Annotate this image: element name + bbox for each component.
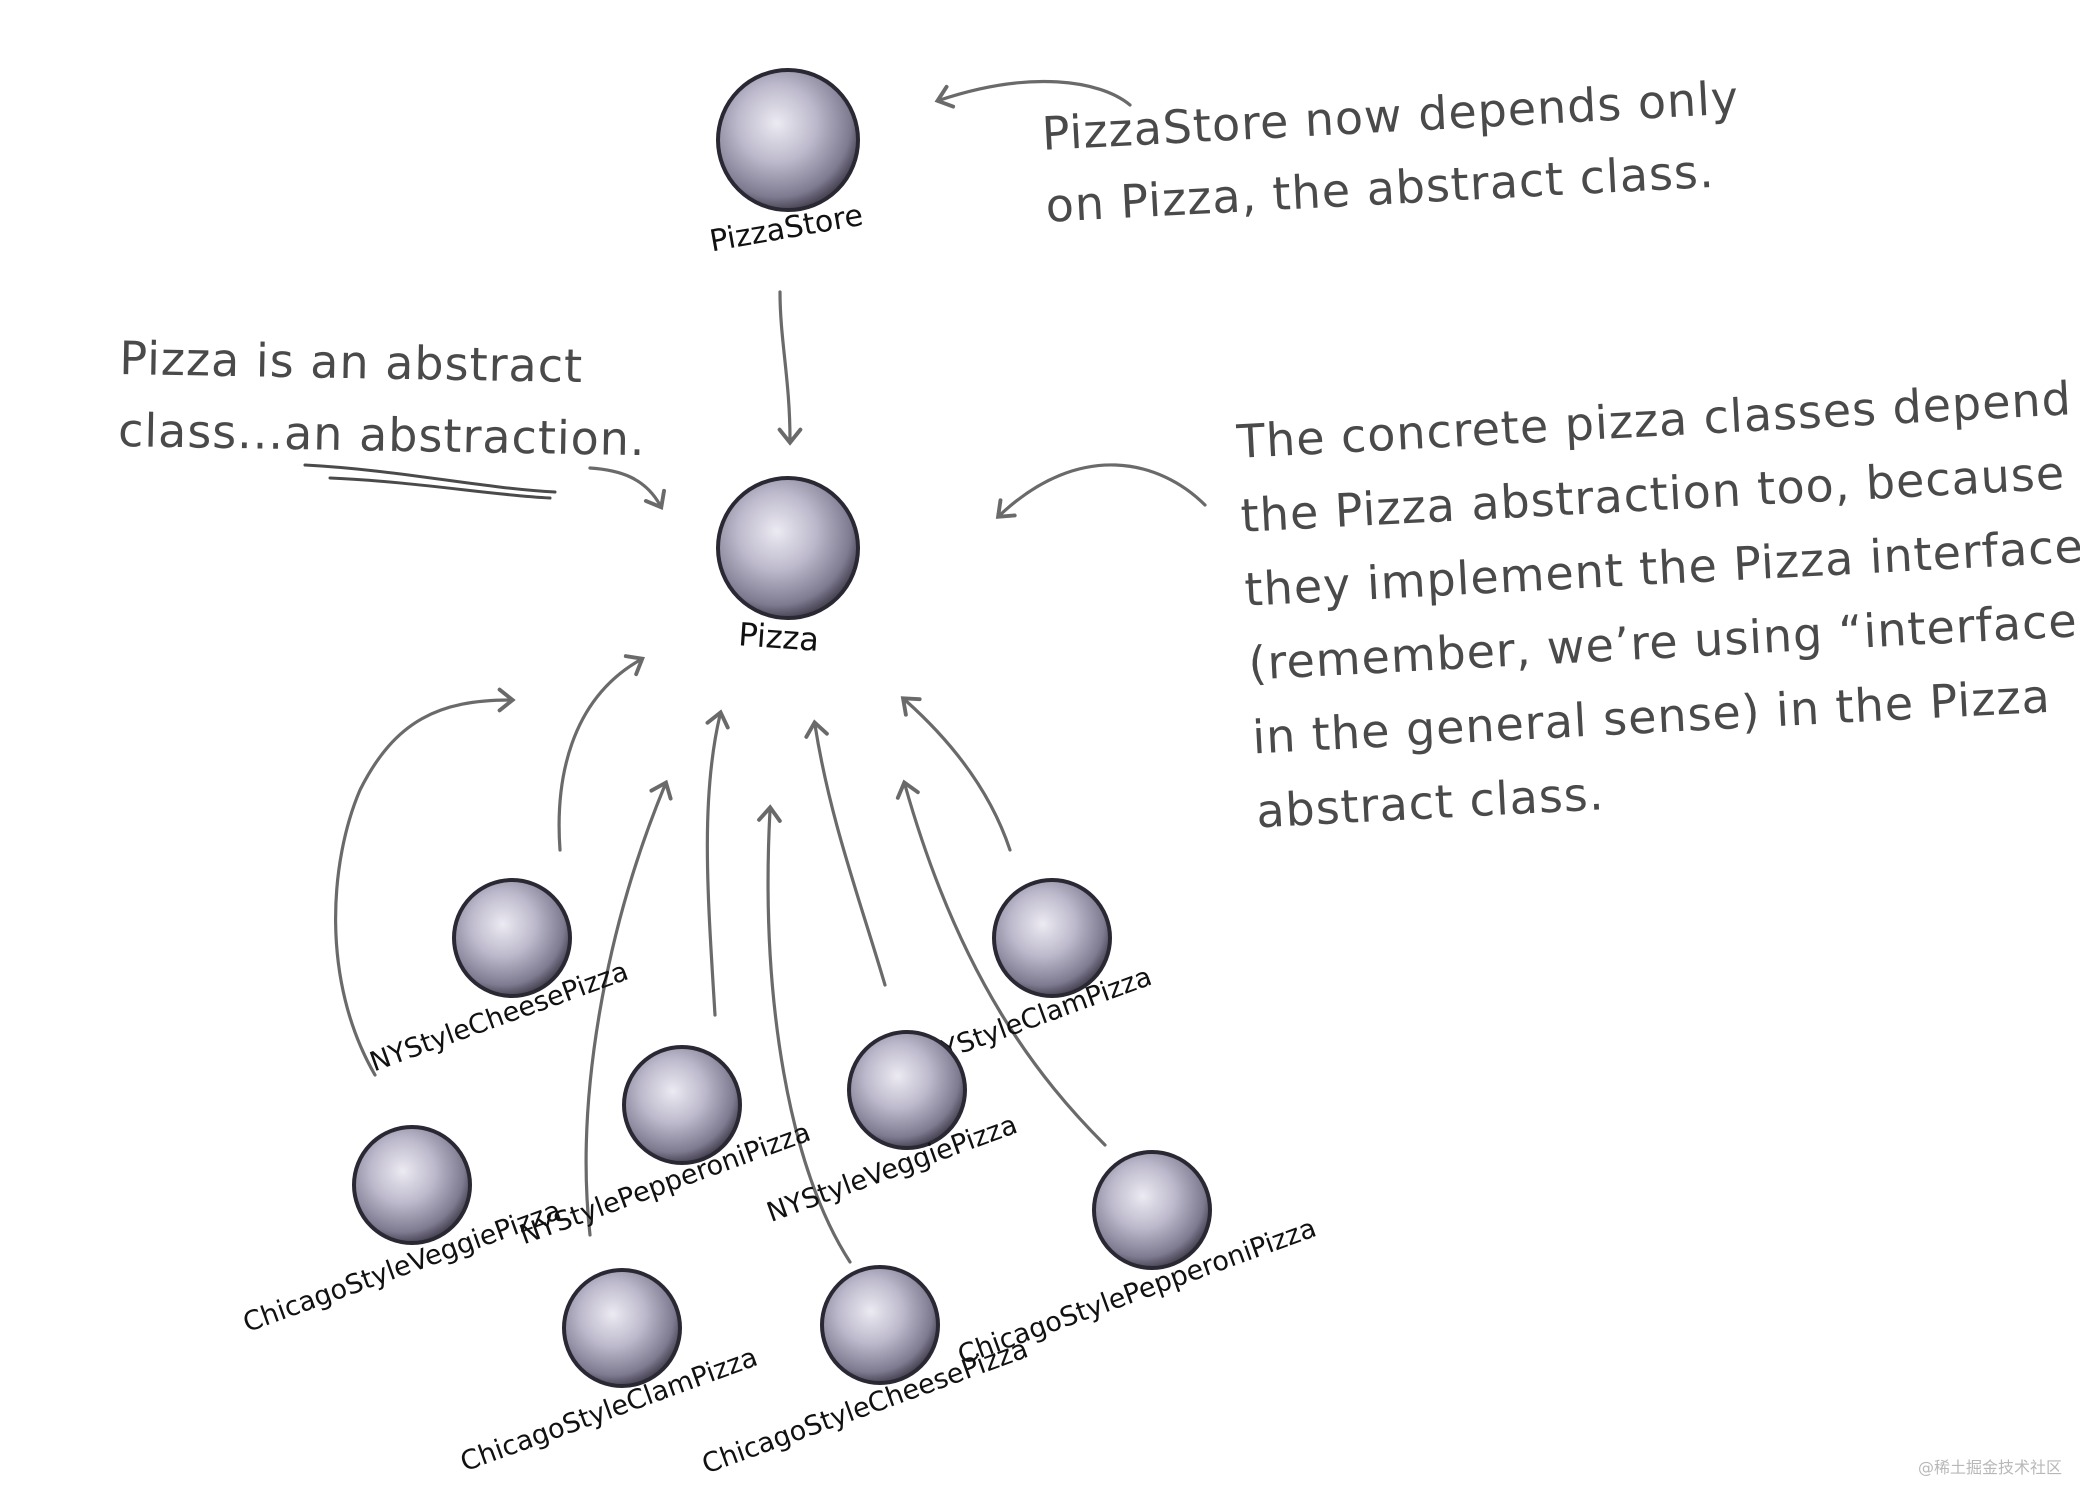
chicago-veggie-ball [352, 1125, 472, 1245]
pizza-annotation-line-2a: class...an [117, 402, 360, 462]
abstraction-underline [303, 463, 557, 500]
pizza-annotation: Pizza is an abstract class...an abstract… [117, 322, 647, 475]
arrow-abstraction-note-to-pizza [588, 466, 666, 510]
node-chicago-veggie: ChicagoStyleVeggiePizza [239, 1125, 565, 1339]
arrow-ny-cheese [557, 654, 645, 852]
chicago-clam-ball [562, 1268, 682, 1388]
arrow-chicago-veggie [334, 687, 516, 1077]
node-ny-cheese: NYStyleCheesePizza [366, 878, 632, 1078]
ny-clam-ball [992, 878, 1112, 998]
node-pizza: Pizza [716, 476, 860, 659]
arrow-concrete-note-to-pizza [995, 463, 1207, 519]
arrow-chicago-clam [584, 779, 673, 1237]
concrete-annotation-line-6: abstract class. [1254, 766, 1606, 839]
concrete-classes-annotation: The concrete pizza classes depend on the… [1235, 357, 2080, 848]
pizza-annotation-abstraction: abstraction. [358, 407, 647, 467]
pizza-ball [716, 476, 860, 620]
chicago-cheese-ball [820, 1265, 940, 1385]
pizza-label: Pizza [737, 615, 820, 659]
chicago-pepperoni-ball [1092, 1150, 1212, 1270]
ny-veggie-ball [847, 1030, 967, 1150]
arrow-pizzastore-to-pizza [777, 290, 803, 446]
pizzastore-ball [716, 68, 860, 212]
ny-cheese-ball [452, 878, 572, 998]
ny-pepperoni-ball [622, 1045, 742, 1165]
watermark: @稀土掘金技术社区 [1917, 1458, 2062, 1477]
pizza-annotation-line-1: Pizza is an abstract [118, 330, 584, 394]
arrow-ny-clam [900, 696, 1012, 852]
arrows [334, 79, 1207, 1264]
arrow-chicago-pepperoni [895, 779, 1107, 1147]
arrow-note-to-pizzastore [934, 79, 1132, 109]
node-ny-clam: NYStyleClamPizza [918, 878, 1156, 1073]
node-chicago-pepperoni: ChicagoStylePepperoniPizza [954, 1150, 1320, 1371]
arrow-chicago-cheese [757, 804, 852, 1264]
arrow-ny-pepperoni [705, 709, 730, 1017]
arrow-ny-veggie [804, 719, 887, 987]
node-pizzastore: PizzaStore [707, 68, 866, 259]
